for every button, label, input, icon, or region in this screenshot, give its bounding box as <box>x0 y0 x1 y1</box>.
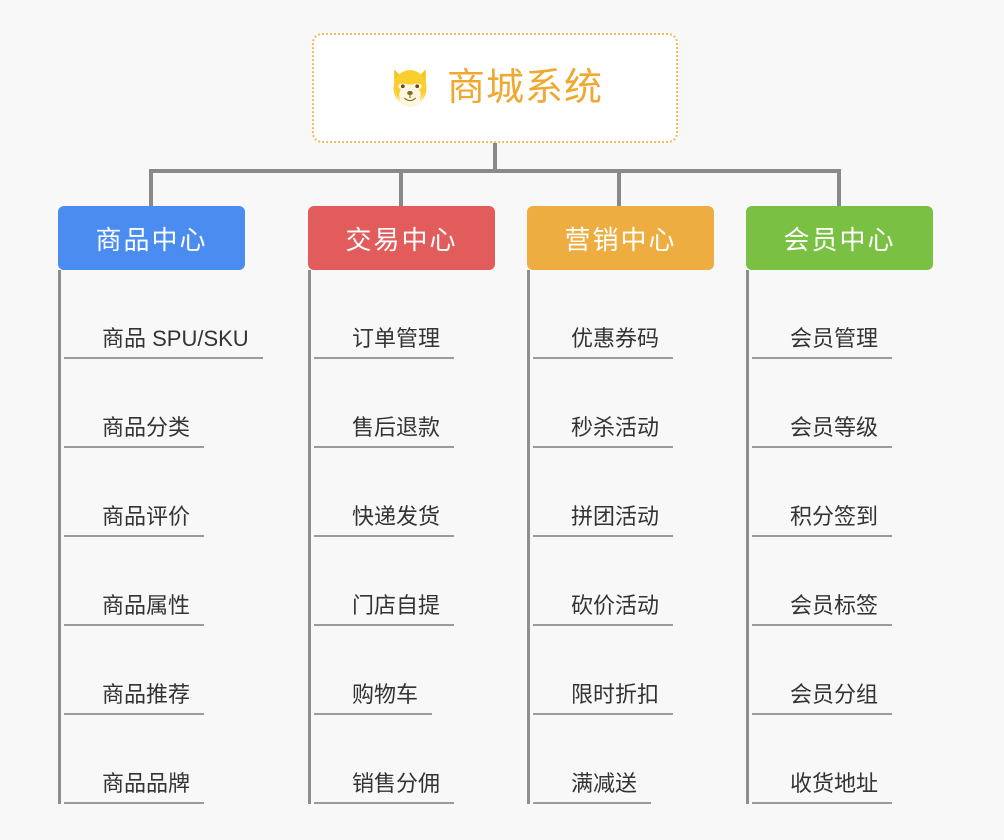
leaf-item[interactable]: 收货地址 <box>752 715 933 804</box>
connector-drop-4 <box>837 169 841 206</box>
leaf-item[interactable]: 商品推荐 <box>64 626 245 715</box>
branch-column-1: 商品中心 商品 SPU/SKU 商品分类 商品评价 商品属性 商品推荐 商品品牌 <box>58 206 263 804</box>
leaf-label: 订单管理 <box>314 325 455 359</box>
branch-header-2[interactable]: 交易中心 <box>308 206 495 270</box>
leaf-label: 拼团活动 <box>533 503 674 537</box>
leaf-label: 会员等级 <box>752 414 893 448</box>
leaf-item[interactable]: 商品评价 <box>64 448 245 537</box>
leaf-item[interactable]: 购物车 <box>314 626 495 715</box>
leaf-label: 商品 SPU/SKU <box>64 325 263 359</box>
leaf-item[interactable]: 销售分佣 <box>314 715 495 804</box>
leaf-label: 快递发货 <box>314 503 455 537</box>
leaf-item[interactable]: 优惠券码 <box>533 270 714 359</box>
leaf-label: 会员标签 <box>752 592 893 626</box>
branch-body-2: 订单管理 售后退款 快递发货 门店自提 购物车 销售分佣 <box>308 270 495 804</box>
leaf-label: 售后退款 <box>314 414 455 448</box>
leaf-item[interactable]: 砍价活动 <box>533 537 714 626</box>
leaf-label: 秒杀活动 <box>533 414 674 448</box>
leaf-label: 商品评价 <box>64 503 205 537</box>
leaf-item[interactable]: 秒杀活动 <box>533 359 714 448</box>
leaf-label: 优惠券码 <box>533 325 674 359</box>
leaf-label: 收货地址 <box>752 770 893 804</box>
leaf-label: 会员管理 <box>752 325 893 359</box>
leaf-label: 商品属性 <box>64 592 205 626</box>
root-node[interactable]: 商城系统 <box>312 33 678 143</box>
branch-column-3: 营销中心 优惠券码 秒杀活动 拼团活动 砍价活动 限时折扣 满减送 <box>527 206 714 804</box>
leaf-item[interactable]: 拼团活动 <box>533 448 714 537</box>
branch-header-4[interactable]: 会员中心 <box>746 206 933 270</box>
shiba-dog-face-icon <box>393 69 427 108</box>
leaf-item[interactable]: 会员标签 <box>752 537 933 626</box>
connector-drop-1 <box>149 169 153 206</box>
leaf-item[interactable]: 限时折扣 <box>533 626 714 715</box>
branch-header-1[interactable]: 商品中心 <box>58 206 245 270</box>
leaf-item[interactable]: 商品属性 <box>64 537 245 626</box>
leaf-item[interactable]: 会员等级 <box>752 359 933 448</box>
leaf-item[interactable]: 会员管理 <box>752 270 933 359</box>
root-title: 商城系统 <box>446 67 603 109</box>
leaf-label: 积分签到 <box>752 503 893 537</box>
leaf-label: 商品推荐 <box>64 681 205 715</box>
leaf-label: 会员分组 <box>752 681 893 715</box>
leaf-item[interactable]: 售后退款 <box>314 359 495 448</box>
leaf-label: 商品品牌 <box>64 770 205 804</box>
branch-header-3[interactable]: 营销中心 <box>527 206 714 270</box>
branch-body-3: 优惠券码 秒杀活动 拼团活动 砍价活动 限时折扣 满减送 <box>527 270 714 804</box>
connector-drop-3 <box>617 169 621 206</box>
leaf-label: 满减送 <box>533 770 652 804</box>
connector-horizontal-bus <box>149 169 841 173</box>
leaf-label: 购物车 <box>314 681 433 715</box>
leaf-item[interactable]: 商品分类 <box>64 359 245 448</box>
leaf-item[interactable]: 商品品牌 <box>64 715 245 804</box>
branch-body-4: 会员管理 会员等级 积分签到 会员标签 会员分组 收货地址 <box>746 270 933 804</box>
connector-root-stem <box>493 143 497 171</box>
branch-body-1: 商品 SPU/SKU 商品分类 商品评价 商品属性 商品推荐 商品品牌 <box>58 270 263 804</box>
leaf-item[interactable]: 积分签到 <box>752 448 933 537</box>
leaf-item[interactable]: 订单管理 <box>314 270 495 359</box>
leaf-item[interactable]: 商品 SPU/SKU <box>64 270 263 359</box>
leaf-label: 销售分佣 <box>314 770 455 804</box>
leaf-label: 门店自提 <box>314 592 455 626</box>
leaf-item[interactable]: 快递发货 <box>314 448 495 537</box>
leaf-item[interactable]: 会员分组 <box>752 626 933 715</box>
connector-drop-2 <box>399 169 403 206</box>
leaf-label: 商品分类 <box>64 414 205 448</box>
branch-column-4: 会员中心 会员管理 会员等级 积分签到 会员标签 会员分组 收货地址 <box>746 206 933 804</box>
leaf-item[interactable]: 门店自提 <box>314 537 495 626</box>
leaf-item[interactable]: 满减送 <box>533 715 714 804</box>
leaf-label: 砍价活动 <box>533 592 674 626</box>
leaf-label: 限时折扣 <box>533 681 674 715</box>
branch-column-2: 交易中心 订单管理 售后退款 快递发货 门店自提 购物车 销售分佣 <box>308 206 495 804</box>
